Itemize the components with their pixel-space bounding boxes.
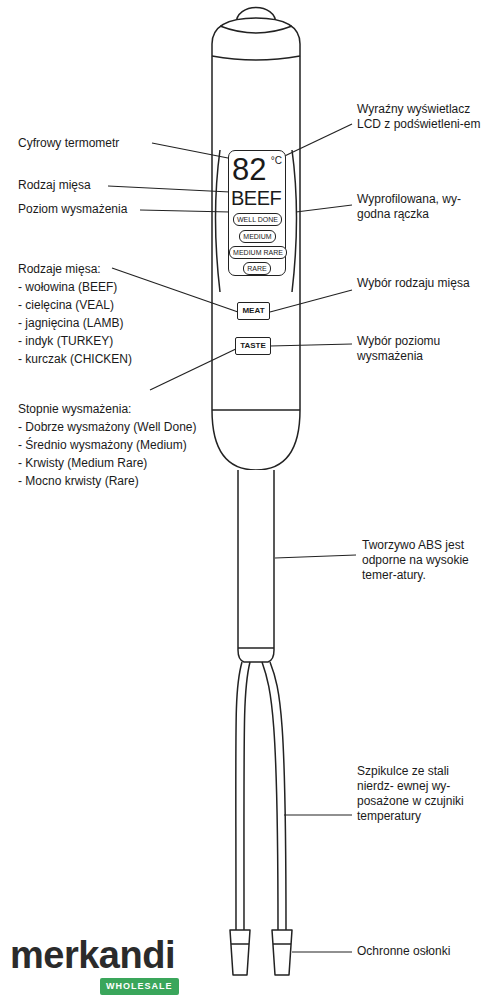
watermark-badge: WHOLESALE <box>100 978 179 995</box>
push-button: TASTE <box>235 337 271 355</box>
callout-label: - Krwisty (Medium Rare) <box>18 456 147 471</box>
button-text: MEAT <box>242 306 265 316</box>
temperature-reading: 82 <box>232 154 266 186</box>
callout-label: - cielęcina (VEAL) <box>18 298 114 313</box>
button-text: MEDIUM RARE <box>233 248 283 257</box>
callout-label: - wołowina (BEEF) <box>18 280 117 295</box>
button-text: RARE <box>247 264 267 273</box>
callout-label: - jagnięcina (LAMB) <box>18 316 123 331</box>
doneness-pill: WELL DONE <box>233 213 282 226</box>
button-text: WELL DONE <box>237 215 278 224</box>
callout-label: - Dobrze wysmażony (Well Done) <box>18 420 197 435</box>
callout-label: Tworzywo ABS jest odporne na wysokie tem… <box>362 538 474 583</box>
callout-label: Poziom wysmażenia <box>18 202 127 217</box>
button-text: MEDIUM <box>243 232 272 241</box>
doneness-pill: MEDIUM RARE <box>229 246 287 259</box>
callout-label: Ochronne osłonki <box>357 944 450 959</box>
callout-label: - indyk (TURKEY) <box>18 334 113 349</box>
push-button: MEAT <box>237 302 270 320</box>
button-text: TASTE <box>240 341 266 351</box>
callout-label: Wyprofilowana, wy-godna rączka <box>357 192 485 222</box>
callout-label: Szpikulce ze stali nierdz- ewnej wy-posa… <box>357 764 485 824</box>
unit-symbol: °C <box>271 155 282 166</box>
callout-label: Rodzaj mięsa <box>18 178 91 193</box>
callout-label: Cyfrowy termometr <box>18 136 119 151</box>
callout-label: Rodzaje mięsa: <box>18 262 101 277</box>
callout-label: - Średnio wysmażony (Medium) <box>18 438 187 453</box>
lcd-display: 82 °C BEEF WELL DONE MEDIUM MEDIUM RARE RARE <box>228 150 286 276</box>
callout-label: - Mocno krwisty (Rare) <box>18 474 139 489</box>
callout-label: Wybór poziomu wysmażenia <box>357 334 479 364</box>
callout-label: Wyraźny wyświetlacz LCD z podświetleni-e… <box>357 102 487 132</box>
callout-label: Stopnie wysmażenia: <box>18 402 131 417</box>
doneness-pill: RARE <box>243 262 271 275</box>
doneness-pill: MEDIUM <box>239 230 276 243</box>
meat-type: BEEF <box>231 187 281 209</box>
callout-label: - kurczak (CHICKEN) <box>18 352 132 367</box>
watermark-logo: merkandi <box>10 934 175 976</box>
callout-label: Wybór rodzaju mięsa <box>357 276 479 291</box>
